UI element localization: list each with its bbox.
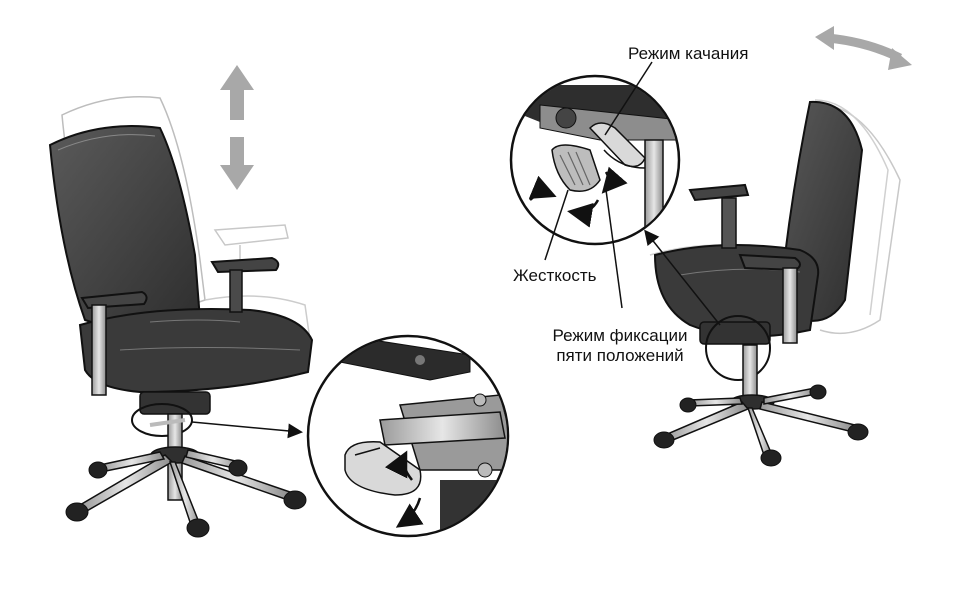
left-armrest-left (80, 290, 148, 310)
up-down-arrow-icon (220, 65, 254, 190)
lock-mode-label-line2: пяти положений (556, 346, 684, 365)
right-star-base (664, 387, 856, 460)
stiffness-leader (544, 189, 569, 261)
ghost-seat-outline (204, 295, 311, 341)
lever-down-arrow (395, 497, 424, 528)
rotate-arrows-icon (528, 175, 557, 201)
lever-up-arrow (384, 450, 413, 481)
left-casters (65, 459, 307, 538)
left-chair (48, 96, 314, 538)
lock-mode-label-line1: Режим фиксации (552, 326, 688, 345)
stiffness-label: Жесткость (513, 266, 597, 285)
left-armrest-right (210, 256, 280, 274)
right-casters (653, 384, 869, 467)
curved-double-arrow-icon (815, 26, 912, 70)
left-seat (78, 308, 314, 394)
right-chair (644, 99, 901, 467)
swing-mode-label: Режим качания (628, 44, 749, 63)
lever-paddle (344, 441, 422, 496)
left-star-base (78, 446, 291, 529)
left-highlight-circle (131, 403, 193, 437)
right-armrest-back (688, 183, 750, 202)
lock-mode-leader (605, 189, 623, 309)
mechanism-zoom-circle (509, 61, 681, 309)
lever-zoom-circle (306, 334, 510, 538)
right-highlight-circle (705, 315, 771, 381)
lock-mode-label: Режим фиксации пяти положений (538, 326, 702, 366)
swing-mode-leader (604, 61, 653, 136)
